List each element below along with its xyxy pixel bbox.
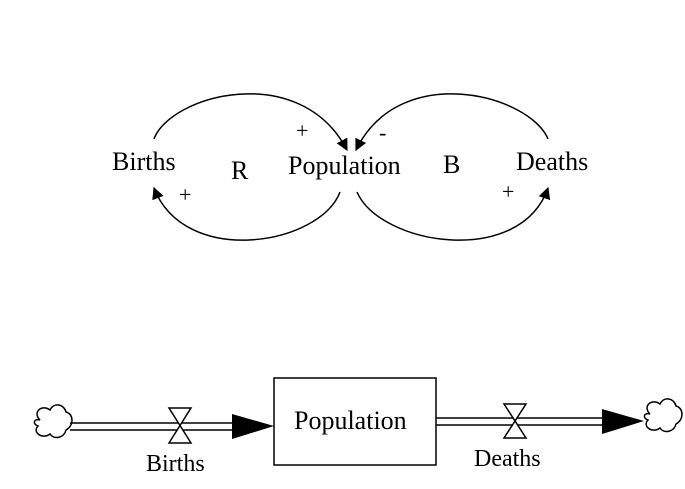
sink-cloud-icon (643, 398, 683, 433)
inflow-arrowhead (232, 414, 274, 439)
outflow-valve-icon (502, 403, 528, 439)
inflow-valve-icon (167, 407, 193, 444)
stock-label: Population (294, 406, 407, 435)
polarity-population-to-deaths: + (502, 179, 514, 204)
link-population-to-deaths (356, 186, 551, 241)
inflow-label: Births (146, 451, 205, 477)
link-population-to-births (152, 186, 341, 241)
stock-box (273, 377, 437, 466)
polarity-population-to-births: + (179, 182, 191, 207)
polarity-deaths-to-population: - (379, 120, 386, 145)
causal-loop-diagram: Births Population Deaths R B + + - + (112, 93, 588, 241)
balancing-loop-label: B (443, 150, 460, 179)
source-cloud-icon (33, 404, 73, 439)
deaths-variable-label: Deaths (516, 147, 588, 176)
link-births-to-population (153, 93, 348, 152)
link-deaths-to-population (355, 93, 549, 152)
reinforcing-loop-label: R (231, 156, 249, 185)
births-variable-label: Births (112, 147, 176, 176)
polarity-births-to-population: + (296, 118, 308, 143)
population-variable-label: Population (288, 151, 401, 180)
outflow-label: Deaths (474, 446, 541, 472)
outflow-arrowhead (602, 409, 644, 434)
stock-flow-diagram: Births Population Deaths (33, 377, 683, 477)
